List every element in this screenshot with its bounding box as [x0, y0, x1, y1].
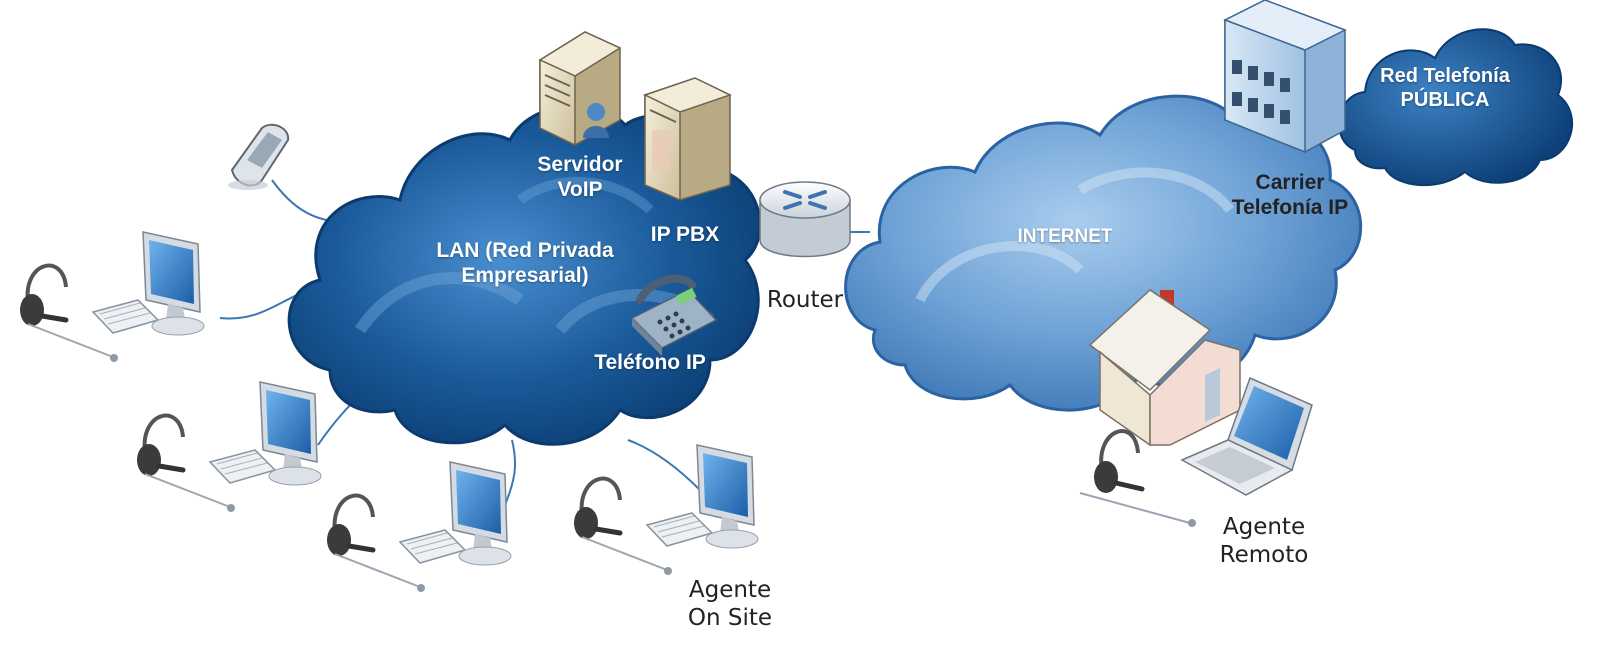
- laptop-icon: [1180, 376, 1313, 496]
- servidor-line1: Servidor: [537, 153, 623, 176]
- internet-cloud: [844, 94, 1363, 412]
- label-internet: INTERNET: [1010, 226, 1120, 249]
- carrier-line2: Telefonía IP: [1231, 196, 1349, 220]
- label-agente-remoto: Agente Remoto: [1200, 514, 1328, 569]
- red-line2: PÚBLICA: [1400, 89, 1490, 111]
- lan-line1: LAN (Red Privada: [436, 239, 614, 262]
- agente-site-line1: Agente: [688, 577, 772, 603]
- router-icon: [759, 181, 851, 258]
- headset-icon: [1079, 429, 1196, 527]
- workstation-3: [327, 462, 511, 592]
- mobile-phone-icon: [228, 123, 290, 190]
- desk-phone-icon: [630, 274, 718, 356]
- house-icon: [1088, 289, 1241, 447]
- ippbx-text: IP PBX: [650, 223, 720, 246]
- internet-text: INTERNET: [1017, 226, 1113, 247]
- workstation-4: [574, 445, 758, 575]
- label-carrier: Carrier Telefonía IP: [1228, 170, 1352, 220]
- agente-site-line2: On Site: [687, 604, 773, 631]
- building-icon: [1223, 0, 1347, 154]
- agente-remoto-line1: Agente: [1222, 514, 1306, 540]
- public-network-cloud: [1338, 28, 1574, 186]
- router-text: Router: [766, 287, 844, 313]
- servidor-line2: VoIP: [557, 178, 603, 202]
- pbx-tower-icon: [643, 77, 732, 202]
- label-agente-on-site: Agente On Site: [670, 577, 790, 632]
- red-line1: Red Telefonía: [1380, 65, 1510, 87]
- telefono-ip-text: Teléfono IP: [594, 351, 706, 374]
- workstation-1: [20, 232, 204, 362]
- server-icon: [538, 31, 622, 147]
- lan-line2: Empresarial): [461, 264, 589, 288]
- label-red-publica: Red Telefonía PÚBLICA: [1372, 64, 1518, 112]
- workstation-2: [137, 382, 321, 512]
- lan-cloud: [287, 104, 762, 446]
- label-servidor-voip: Servidor VoIP: [528, 152, 632, 202]
- agente-remoto-line2: Remoto: [1219, 541, 1309, 568]
- label-telefono-ip: Teléfono IP: [590, 350, 710, 375]
- label-lan: LAN (Red Privada Empresarial): [428, 238, 622, 288]
- carrier-line1: Carrier: [1255, 171, 1325, 194]
- label-router: Router: [755, 287, 855, 315]
- label-ip-pbx: IP PBX: [640, 222, 730, 247]
